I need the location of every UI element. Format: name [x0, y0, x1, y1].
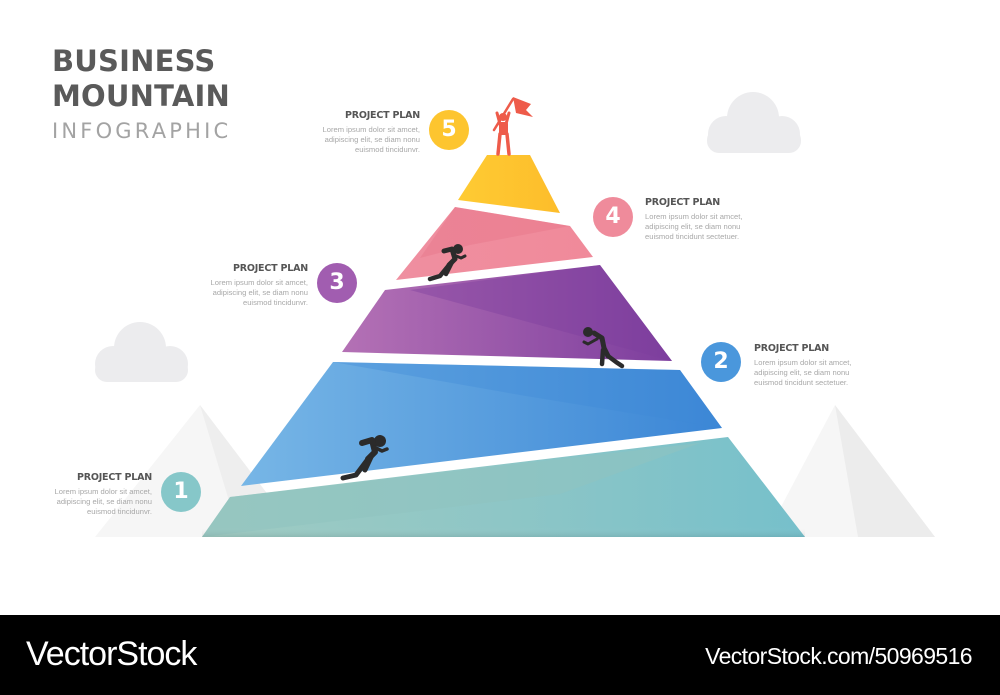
layer-step-1 [202, 437, 805, 537]
step-title: PROJECT PLAN [76, 472, 152, 483]
mountain-scene [95, 92, 935, 537]
layer-step-3 [342, 265, 672, 361]
climber-icon [340, 435, 389, 481]
step-description: Lorem ipsum dolor sit amcet, adipiscing … [754, 358, 852, 387]
step-description: Lorem ipsum dolor sit amcet, adipiscing … [645, 212, 743, 241]
climber-icon [427, 244, 467, 282]
cloud-icon [95, 322, 188, 382]
subtitle: INFOGRAPHIC [52, 119, 232, 143]
infographic-canvas: BUSINESS MOUNTAIN INFOGRAPHIC PROJECT PL… [2, 44, 935, 537]
step-title: PROJECT PLAN [232, 263, 308, 274]
footer-bar: VectorStock VectorStock.com/50969516 [0, 615, 1000, 695]
title-block: BUSINESS MOUNTAIN INFOGRAPHIC [52, 44, 231, 146]
step-2-badge: 2 [701, 342, 741, 382]
step-4-badge: 4 [593, 197, 633, 237]
layer-step-2 [241, 362, 722, 486]
cloud-icon [707, 92, 801, 153]
step-1-text: PROJECT PLAN Lorem ipsum dolor sit amcet… [2, 471, 153, 517]
step-description: Lorem ipsum dolor sit amcet, adipiscing … [210, 278, 309, 307]
step-5-badge: 5 [429, 110, 469, 150]
step-title: PROJECT PLAN [754, 343, 830, 354]
climber-icon [582, 327, 625, 369]
step-title: PROJECT PLAN [344, 110, 420, 121]
background-mountain-right [765, 405, 935, 537]
footer-logo: VectorStock [26, 635, 197, 673]
step-1-badge: 1 [161, 472, 201, 512]
step-description: Lorem ipsum dolor sit amcet, adipiscing … [54, 487, 153, 516]
footer-url: VectorStock.com/50969516 [705, 643, 972, 669]
title-line-1: BUSINESS [52, 44, 216, 78]
step-5-text: PROJECT PLAN Lorem ipsum dolor sit amcet… [270, 109, 421, 155]
step-description: Lorem ipsum dolor sit amcet, adipiscing … [322, 125, 421, 154]
person-with-flag-icon [492, 97, 533, 156]
layer-step-5 [458, 155, 560, 213]
layer-step-4 [396, 207, 593, 280]
step-3-text: PROJECT PLAN Lorem ipsum dolor sit amcet… [158, 262, 309, 308]
step-3-badge: 3 [317, 263, 357, 303]
step-4-text: PROJECT PLAN Lorem ipsum dolor sit amcet… [645, 196, 795, 242]
step-2-text: PROJECT PLAN Lorem ipsum dolor sit amcet… [754, 342, 904, 388]
title-line-2: MOUNTAIN [52, 79, 230, 113]
step-title: PROJECT PLAN [645, 197, 721, 208]
